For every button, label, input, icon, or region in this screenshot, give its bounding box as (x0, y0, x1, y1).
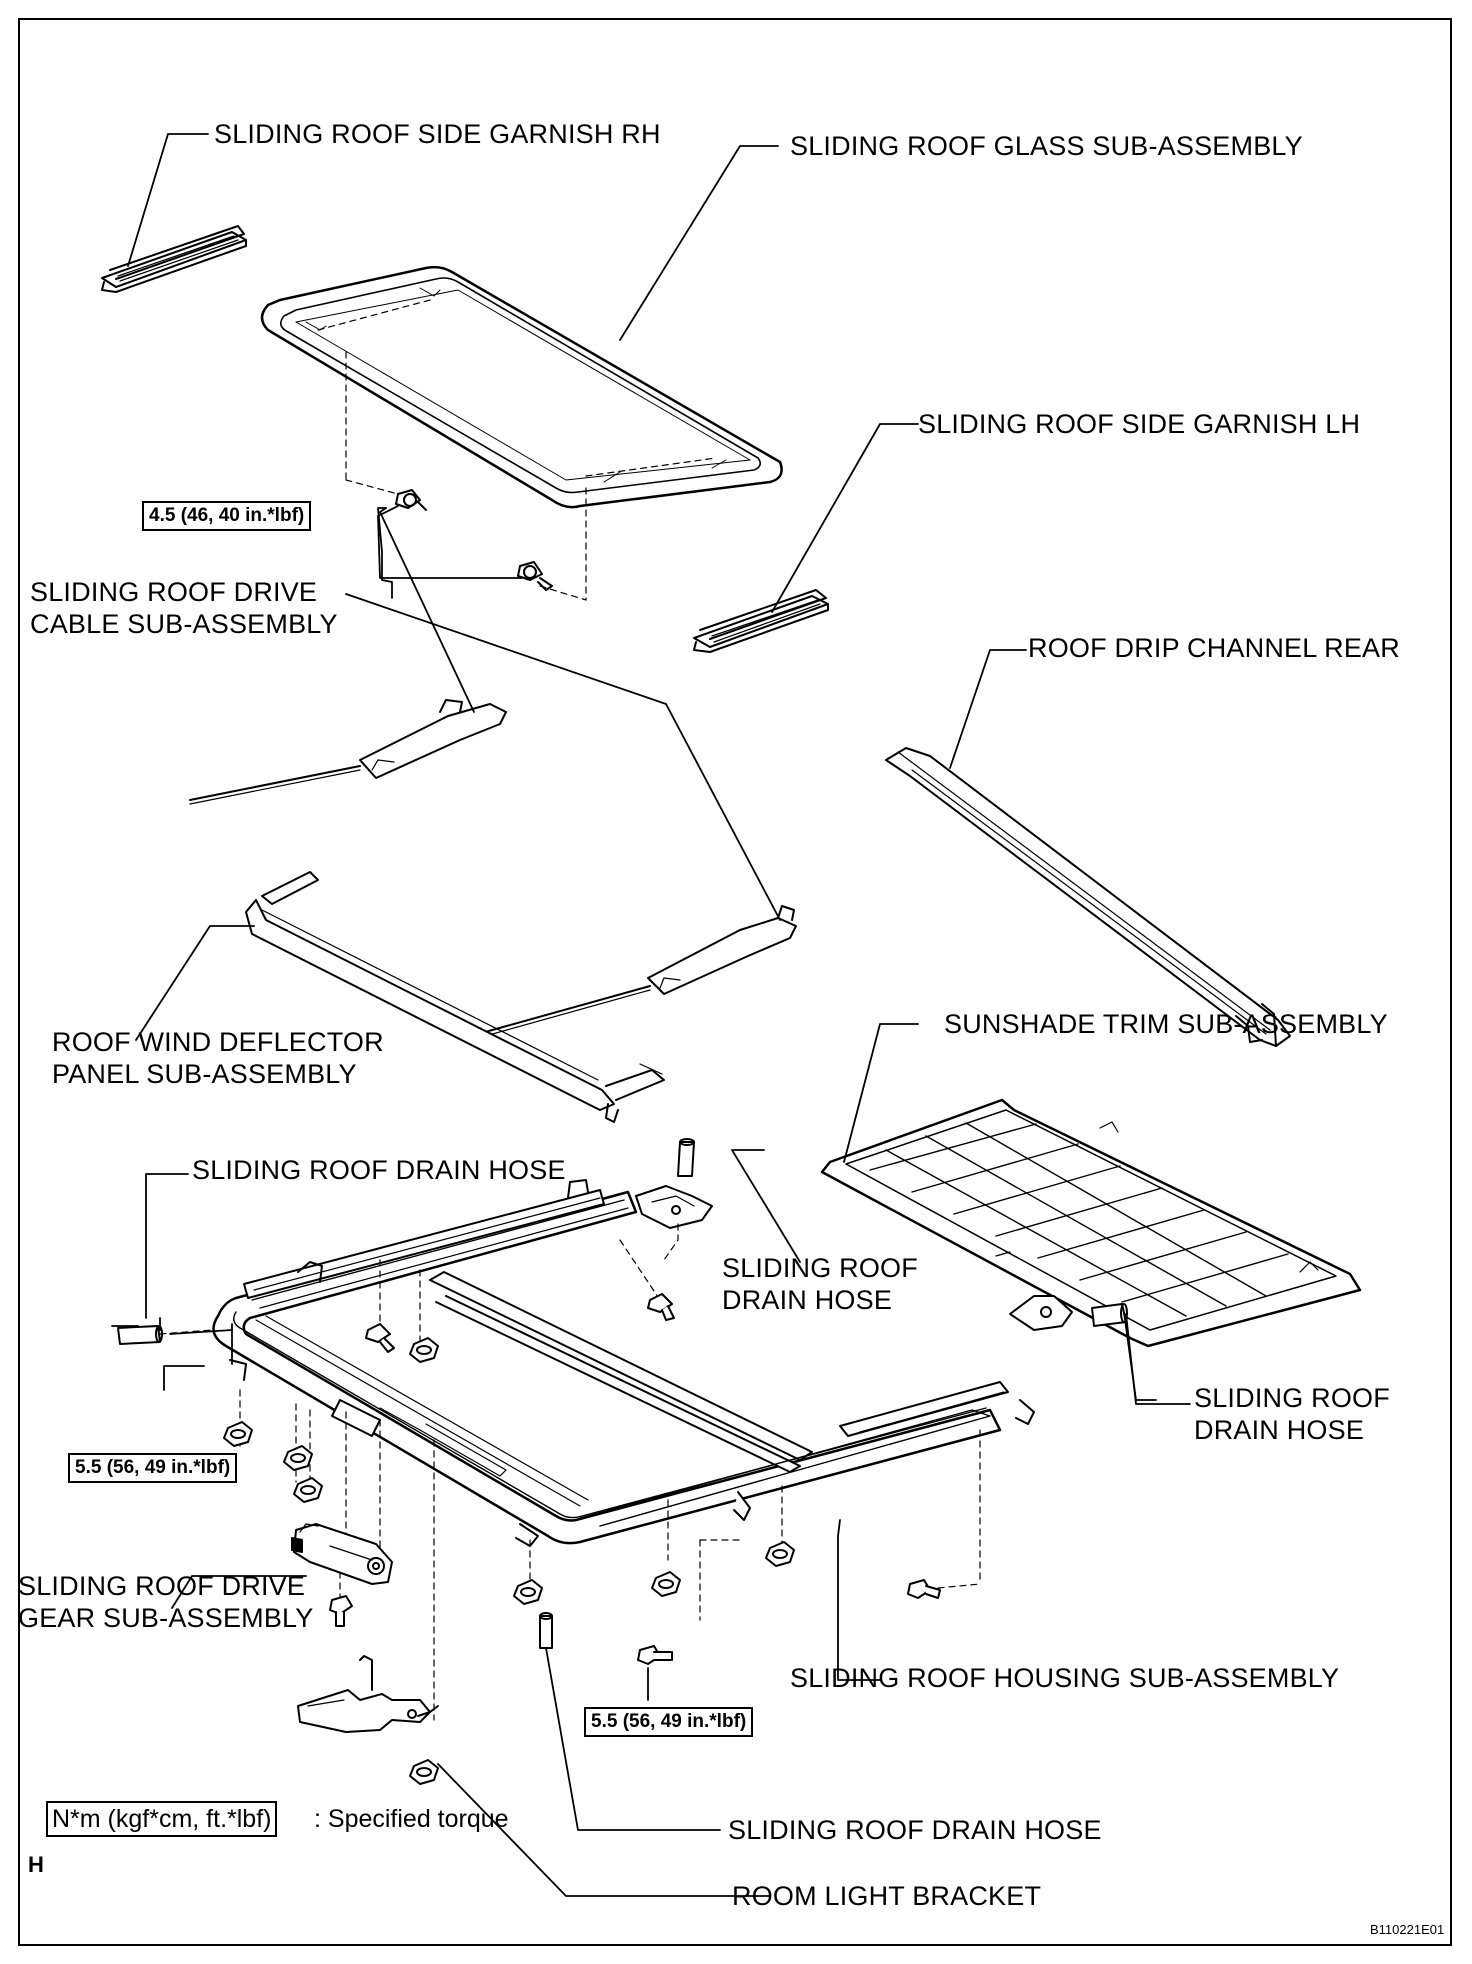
drain-hose-right-part (1091, 1303, 1128, 1327)
label-housing-sub-assembly: SLIDING ROOF HOUSING SUB-ASSEMBLY (790, 1663, 1340, 1693)
nut-8 (409, 1759, 439, 1785)
label-drain-hose-bottom: SLIDING ROOF DRAIN HOSE (728, 1815, 1102, 1845)
label-sunshade-trim: SUNSHADE TRIM SUB-ASSEMBLY (944, 1009, 1388, 1039)
drain-hose-left-part (117, 1325, 163, 1345)
bolt-2 (647, 1293, 675, 1321)
label-wind-deflector-line2: PANEL SUB-ASSEMBLY (52, 1059, 357, 1089)
rear-bracket-part (1009, 1295, 1073, 1331)
label-drive-gear-line2: GEAR SUB-ASSEMBLY (18, 1603, 314, 1633)
torque-housing-bottom: 5.5 (56, 49 in.*lbf) (584, 1707, 754, 1737)
corner-mark: H (28, 1852, 44, 1877)
bolt-3 (329, 1595, 353, 1627)
nut-4 (293, 1477, 323, 1503)
nut-3 (283, 1445, 313, 1471)
bolt-5 (907, 1579, 941, 1599)
label-drain-hose-top: SLIDING ROOF DRAIN HOSE (192, 1155, 566, 1185)
diagram-frame (18, 18, 1452, 1946)
drive-gear-part (291, 1523, 393, 1585)
label-drain-hose-right-line2: DRAIN HOSE (1194, 1415, 1365, 1445)
glass-screw-2 (517, 561, 553, 591)
label-drain-hose-right-line1: SLIDING ROOF (1194, 1383, 1390, 1413)
glass-screw-1 (395, 489, 427, 511)
label-drive-cable-line1: SLIDING ROOF DRIVE (30, 577, 318, 607)
nut-6 (651, 1571, 681, 1597)
label-side-garnish-rh: SLIDING ROOF SIDE GARNISH RH (214, 119, 661, 149)
nut-7 (765, 1541, 795, 1567)
sunshade-trim-part (820, 1098, 1362, 1348)
label-drain-hose-mid-line2: DRAIN HOSE (722, 1285, 893, 1315)
label-side-garnish-lh: SLIDING ROOF SIDE GARNISH LH (918, 409, 1361, 439)
sliding-roof-housing-part (212, 1179, 1035, 1547)
nut-2 (223, 1421, 253, 1447)
wind-deflector-part (245, 871, 665, 1123)
sliding-roof-glass-part (260, 265, 783, 601)
drive-cable-right-part (477, 905, 797, 1039)
bolt-4 (637, 1645, 673, 1665)
label-roof-drip-channel-rear: ROOF DRIP CHANNEL REAR (1028, 633, 1400, 663)
nut-1 (409, 1337, 439, 1363)
label-glass-sub-assembly: SLIDING ROOF GLASS SUB-ASSEMBLY (790, 131, 1303, 161)
label-drive-cable-line2: CABLE SUB-ASSEMBLY (30, 609, 338, 639)
roof-drip-channel-rear-part (885, 747, 1291, 1047)
figure-id: B110221E01 (1370, 1922, 1445, 1937)
torque-housing-left: 5.5 (56, 49 in.*lbf) (68, 1453, 238, 1483)
drain-hose-upper-part (677, 1138, 695, 1177)
room-light-bracket-part (297, 1655, 439, 1733)
side-garnish-lh-part (693, 589, 829, 653)
legend-torque-unit-box: N*m (kgf*cm, ft.*lbf) (46, 1801, 278, 1837)
legend-torque-description: : Specified torque (314, 1805, 509, 1833)
bolt-1 (365, 1323, 395, 1353)
label-drive-gear-line1: SLIDING ROOF DRIVE (18, 1571, 306, 1601)
drain-hose-bottom-part (539, 1612, 553, 1649)
label-drain-hose-mid-line1: SLIDING ROOF (722, 1253, 918, 1283)
label-wind-deflector-line1: ROOF WIND DEFLECTOR (52, 1027, 384, 1057)
torque-glass-screws: 4.5 (46, 40 in.*lbf) (142, 501, 312, 531)
drive-cable-left-part (189, 699, 507, 805)
label-room-light-bracket: ROOM LIGHT BRACKET (732, 1881, 1042, 1911)
front-bracket-part (635, 1185, 713, 1229)
nut-5 (513, 1579, 543, 1605)
side-garnish-rh-part (101, 225, 247, 293)
